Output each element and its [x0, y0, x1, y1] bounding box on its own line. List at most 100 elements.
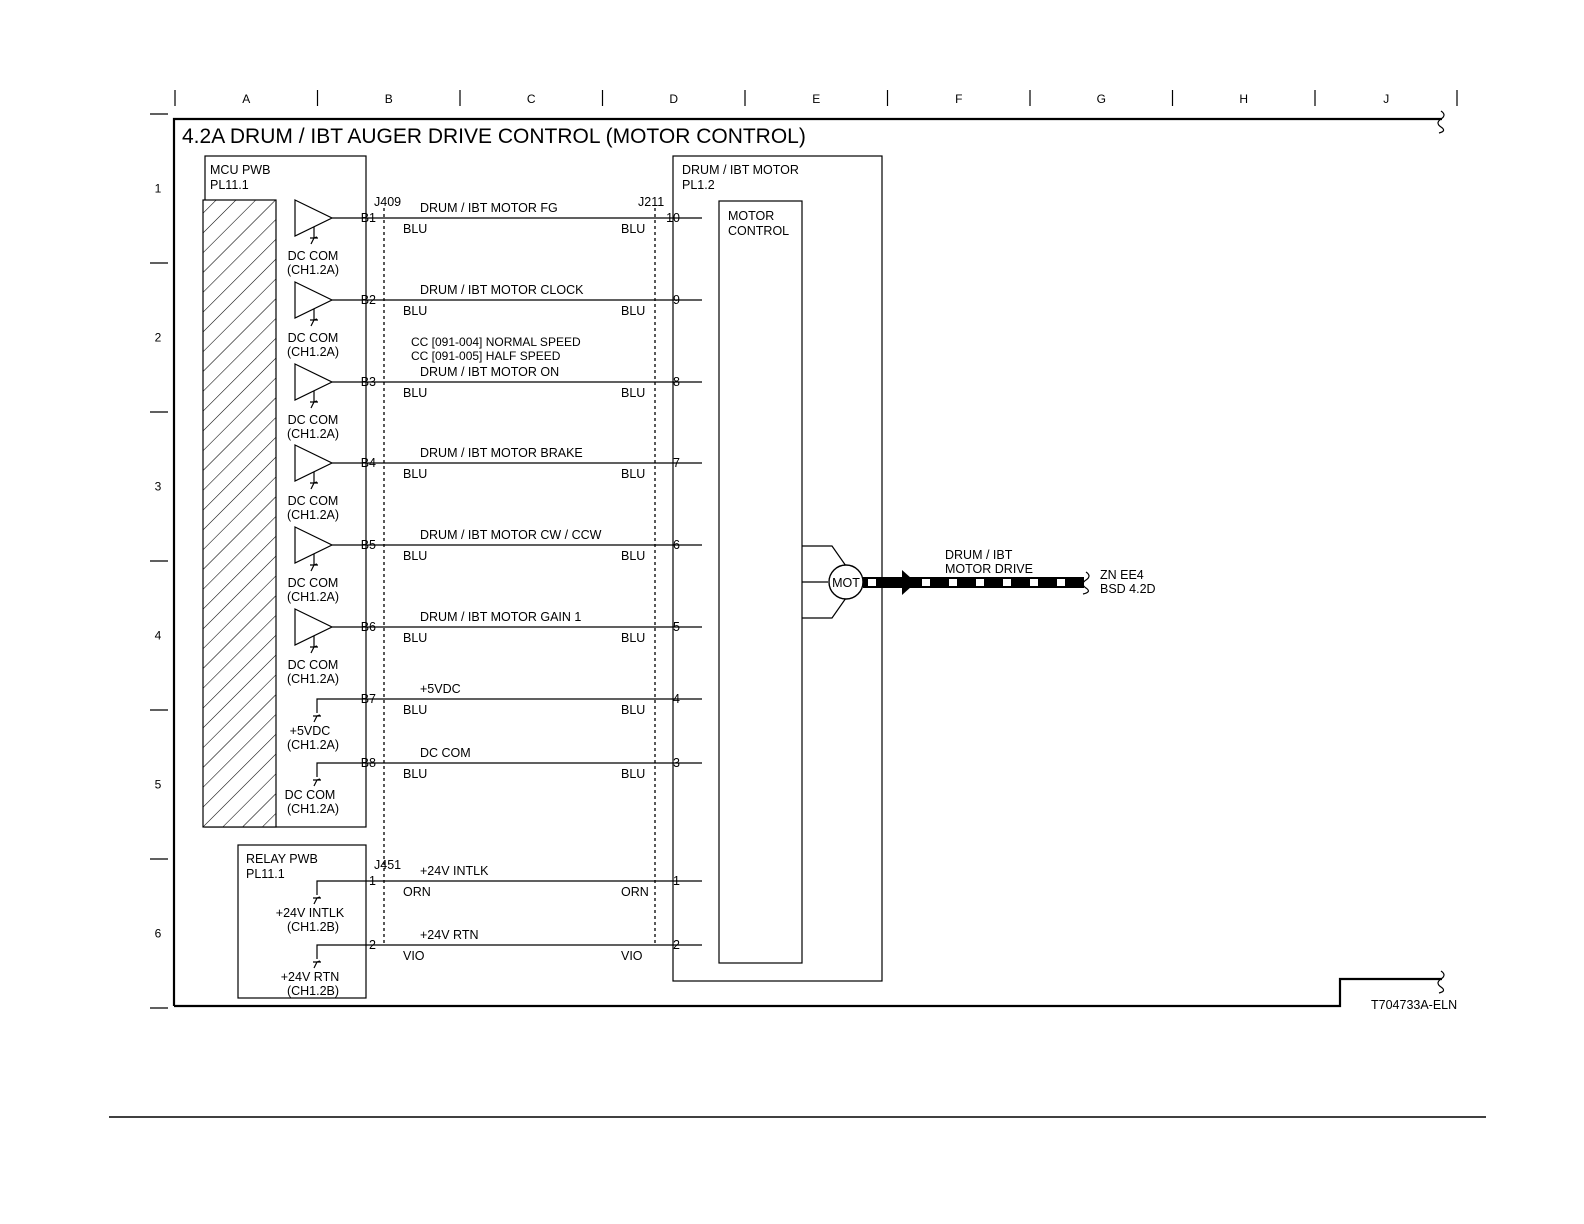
- signal-name: DRUM / IBT MOTOR FG: [420, 201, 558, 215]
- grid-column-label: A: [242, 92, 250, 106]
- supply-ground-label: DC COM: [285, 788, 336, 802]
- wire-color-left: VIO: [403, 949, 425, 963]
- drive-arrow-icon: [902, 570, 916, 595]
- cc-note-half-speed: CC [091-005] HALF SPEED: [411, 349, 561, 363]
- driver-ground-label: (CH1.2A): [287, 345, 339, 359]
- ground-icon: [313, 896, 321, 905]
- relay-connector-label: J451: [374, 858, 401, 872]
- motor-control-label: MOTOR: [728, 209, 774, 223]
- wire-color-left: BLU: [403, 703, 427, 717]
- driver-ground-label: DC COM: [288, 413, 339, 427]
- grid-row-label: 5: [155, 778, 162, 792]
- driver-ground-label: (CH1.2A): [287, 672, 339, 686]
- left-pin-label: B3: [361, 375, 376, 389]
- wire-color-left: BLU: [403, 467, 427, 481]
- grid-row-label: 1: [155, 182, 162, 196]
- wire-color-right: BLU: [621, 304, 645, 318]
- shaft-segment: [949, 579, 957, 586]
- relay-pwb-name: RELAY PWB: [246, 852, 318, 866]
- motor-leads: [802, 545, 847, 619]
- wire-color-right: BLU: [621, 386, 645, 400]
- grid-row-label: 3: [155, 480, 162, 494]
- motor-control-label: CONTROL: [728, 224, 789, 238]
- right-pin-label: 7: [673, 456, 680, 470]
- left-pin-label: B7: [361, 692, 376, 706]
- ground-icon: [310, 400, 318, 409]
- wire-color-right: BLU: [621, 631, 645, 645]
- mcu-pwb-ref: PL11.1: [210, 178, 249, 192]
- right-pin-label: 4: [673, 692, 680, 706]
- ground-icon: [310, 481, 318, 490]
- driver-ground-label: (CH1.2A): [287, 590, 339, 604]
- driver-ground-label: DC COM: [288, 331, 339, 345]
- ground-icon: [310, 645, 318, 654]
- ground-icon: [310, 563, 318, 572]
- supply-lead: [316, 698, 366, 713]
- right-pin-label: 3: [673, 756, 680, 770]
- supply-ground-label: +5VDC: [290, 724, 331, 738]
- drive-label: MOTOR DRIVE: [945, 562, 1033, 576]
- signal-name: +24V RTN: [420, 928, 478, 942]
- wire-color-right: VIO: [621, 949, 643, 963]
- left-pin-label: B8: [361, 756, 376, 770]
- wire-color-left: BLU: [403, 631, 427, 645]
- wire-color-left: BLU: [403, 222, 427, 236]
- frame-break-icon: [1437, 110, 1445, 134]
- left-pin-label: 1: [369, 874, 376, 888]
- grid-row-label: 6: [155, 927, 162, 941]
- frame-break-icon: [1437, 970, 1445, 994]
- right-pin-label: 10: [666, 211, 680, 225]
- left-pin-label: B4: [361, 456, 376, 470]
- relay-ground-label: (CH1.2B): [287, 984, 339, 998]
- driver-ground-label: (CH1.2A): [287, 427, 339, 441]
- left-pin-label: B2: [361, 293, 376, 307]
- relay-pwb-box: [237, 844, 367, 999]
- right-pin-label: 2: [673, 938, 680, 952]
- grid-row-label: 4: [155, 629, 162, 643]
- shaft-segment: [868, 579, 876, 586]
- motor-symbol-label: MOT: [832, 576, 860, 590]
- cc-note-normal-speed: CC [091-004] NORMAL SPEED: [411, 335, 581, 349]
- driver-ground-label: DC COM: [288, 249, 339, 263]
- grid-column-label: C: [527, 92, 536, 106]
- wire-color-left: ORN: [403, 885, 431, 899]
- relay-ground-label: +24V INTLK: [276, 906, 345, 920]
- wire-color-right: BLU: [621, 549, 645, 563]
- shaft-segment: [1057, 579, 1065, 586]
- wire-color-right: BLU: [621, 703, 645, 717]
- wire-color-left: BLU: [403, 386, 427, 400]
- grid-column-label: F: [955, 92, 962, 106]
- zone-reference: ZN EE4: [1100, 568, 1144, 582]
- wire-color-left: BLU: [403, 304, 427, 318]
- signal-name: DRUM / IBT MOTOR CLOCK: [420, 283, 584, 297]
- ground-icon: [313, 960, 321, 969]
- diagram-title: 4.2A DRUM / IBT AUGER DRIVE CONTROL (MOT…: [182, 125, 806, 148]
- shaft-segment: [922, 579, 930, 586]
- right-pin-label: 6: [673, 538, 680, 552]
- relay-ground-label: (CH1.2B): [287, 920, 339, 934]
- wire-color-right: BLU: [621, 767, 645, 781]
- document-id: T704733A-ELN: [1371, 998, 1457, 1012]
- driver-ground-label: (CH1.2A): [287, 263, 339, 277]
- relay-lead: [316, 944, 366, 959]
- grid-column-label: G: [1097, 92, 1106, 106]
- grid-column-label: J: [1383, 92, 1389, 106]
- ground-icon: [310, 236, 318, 245]
- left-pin-label: B6: [361, 620, 376, 634]
- diagram-frame: [172, 117, 1442, 1008]
- signal-name: DRUM / IBT MOTOR CW / CCW: [420, 528, 602, 542]
- relay-lead: [316, 880, 366, 895]
- grid-column-label: D: [669, 92, 678, 106]
- ground-icon: [313, 778, 321, 787]
- grid-column-label: B: [385, 92, 393, 106]
